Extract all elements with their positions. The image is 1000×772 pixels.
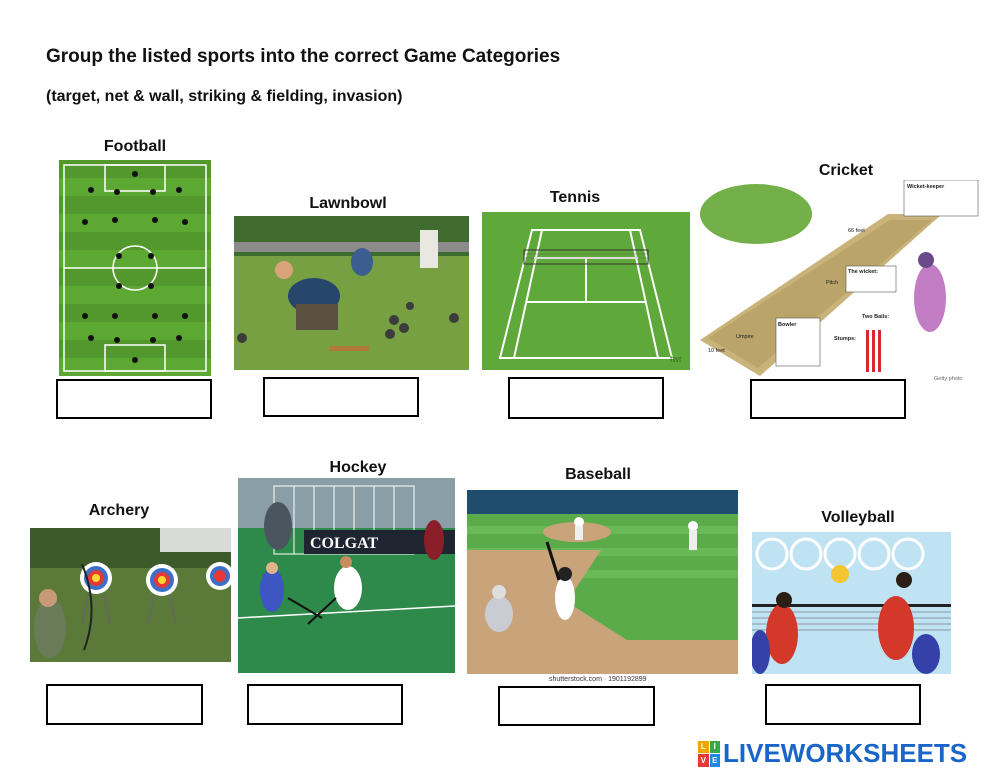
label-baseball: Baseball [565, 466, 631, 483]
cricket-label-bowler: Bowler [778, 322, 797, 328]
answer-box-lawnbowl[interactable] [263, 377, 419, 417]
label-football: Football [103, 138, 167, 155]
worksheet-subtitle: (target, net & wall, striking & fielding… [46, 88, 403, 105]
cricket-label-the-wicket: The wicket: [848, 269, 878, 275]
answer-box-cricket[interactable] [750, 379, 906, 419]
cricket-label-width: 10 feet [708, 348, 725, 354]
answer-box-tennis[interactable] [508, 377, 664, 419]
answer-box-baseball[interactable] [498, 686, 655, 726]
cricket-label-length: 66 feet [848, 228, 865, 234]
cricket-label-wicket-keeper: Wicket-keeper [907, 184, 945, 190]
cricket-label-pitch: Pitch [826, 280, 838, 286]
label-archery: Archery [88, 502, 150, 519]
label-lawnbowl: Lawnbowl [309, 195, 387, 212]
cricket-label-two-bails: Two Bails: [862, 314, 889, 320]
logo-letter: V [698, 754, 709, 767]
answer-box-archery[interactable] [46, 684, 203, 725]
answer-box-volleyball[interactable] [765, 684, 921, 725]
answer-box-football[interactable] [56, 379, 212, 419]
baseball-credit: shutterstock.com · 1901192899 [549, 676, 647, 683]
label-hockey: Hockey [329, 459, 387, 476]
football-image [59, 160, 211, 376]
label-tennis: Tennis [549, 189, 601, 206]
logo-letter: I [709, 740, 720, 753]
cricket-image: Wicket-keeper The wicket: Bowler Pitch U… [698, 180, 980, 384]
cricket-label-stumps: Stumps: [834, 336, 856, 342]
label-cricket: Cricket [818, 162, 874, 179]
liveworksheets-brand[interactable]: L I V E LIVEWORKSHEETS [698, 738, 967, 769]
logo-letter: E [709, 754, 720, 767]
volleyball-image [752, 532, 951, 674]
hockey-image: COLGAT [238, 478, 455, 673]
logo-letter: L [698, 740, 709, 753]
tennis-image: twr [482, 212, 690, 370]
tennis-watermark: twr [670, 354, 682, 364]
liveworksheets-logo-icon: L I V E [698, 740, 720, 767]
cricket-label-umpire: Umpire [736, 334, 754, 340]
liveworksheets-name: LIVEWORKSHEETS [723, 738, 968, 768]
baseball-image: shutterstock.com · 1901192899 [467, 490, 738, 686]
cricket-credit: Getty photo [934, 376, 962, 382]
hockey-banner: COLGAT [310, 535, 378, 552]
archery-image [30, 528, 231, 662]
worksheet-title: Group the listed sports into the correct… [46, 46, 561, 67]
lawnbowl-image [234, 216, 469, 370]
label-volleyball: Volleyball [821, 509, 895, 526]
answer-box-hockey[interactable] [247, 684, 403, 725]
